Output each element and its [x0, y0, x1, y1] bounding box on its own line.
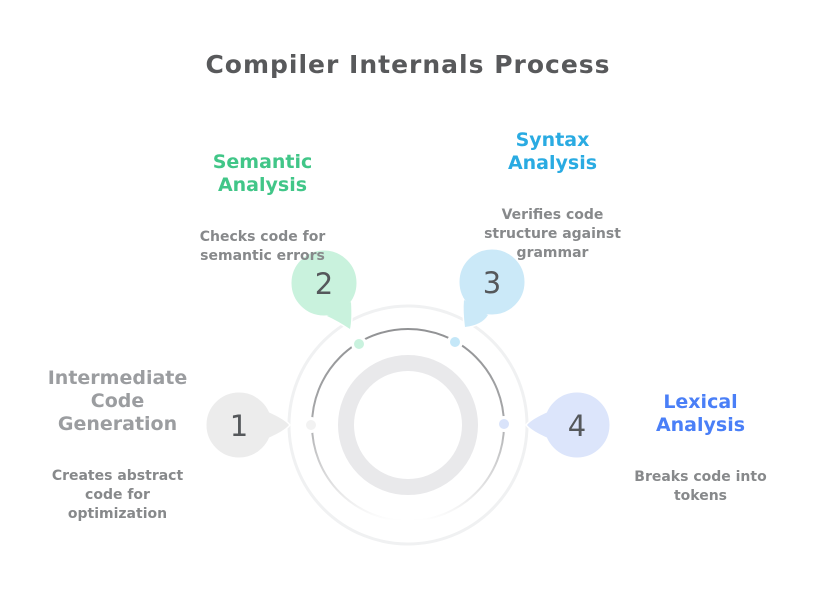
step-2-heading: Semantic Analysis — [212, 151, 313, 196]
step-4-number: 4 — [568, 409, 586, 443]
step-3-description: Verifies code structure against grammar — [484, 207, 621, 261]
step-2-number: 2 — [315, 267, 333, 301]
step-1-label: Intermediate Code Generation Creates abs… — [15, 348, 220, 543]
outer-circle — [287, 304, 529, 546]
step-bubble-2: 2 — [288, 247, 360, 331]
step-1-heading: Intermediate Code Generation — [47, 367, 188, 435]
step-4-label: Lexical Analysis Breaks code into tokens — [598, 372, 803, 525]
step-bubble-4: 4 — [525, 389, 613, 461]
bubble-3-tail-fill — [463, 300, 488, 327]
step-1-number: 1 — [230, 409, 248, 443]
step-1-description: Creates abstract code for optimization — [51, 468, 184, 522]
step-3-heading: Syntax Analysis — [507, 129, 598, 174]
bubble-2-tail-fill — [327, 302, 352, 329]
orbit-dot-1 — [303, 417, 319, 433]
orbit-dot-4 — [496, 416, 512, 432]
step-2-label: Semantic Analysis Checks code for semant… — [160, 132, 365, 285]
bubble-2-circle — [288, 247, 360, 319]
step-2-description: Checks code for semantic errors — [199, 229, 326, 264]
bubble-3-circle — [456, 246, 528, 318]
step-4-description: Breaks code into tokens — [634, 469, 767, 504]
step-3-number: 3 — [483, 266, 501, 300]
step-3-label: Syntax Analysis Verifies code structure … — [450, 110, 655, 282]
step-bubble-1: 1 — [203, 389, 291, 461]
bubble-4-tail-fill — [527, 412, 548, 438]
orbit-dot-3 — [447, 334, 463, 350]
bubble-1-tail-fill — [268, 412, 289, 438]
orbit-dot-2 — [351, 336, 367, 352]
step-bubble-3: 3 — [456, 246, 528, 329]
center-ring — [338, 355, 478, 495]
step-4-heading: Lexical Analysis — [655, 391, 746, 436]
page-title: Compiler Internals Process — [205, 50, 611, 79]
